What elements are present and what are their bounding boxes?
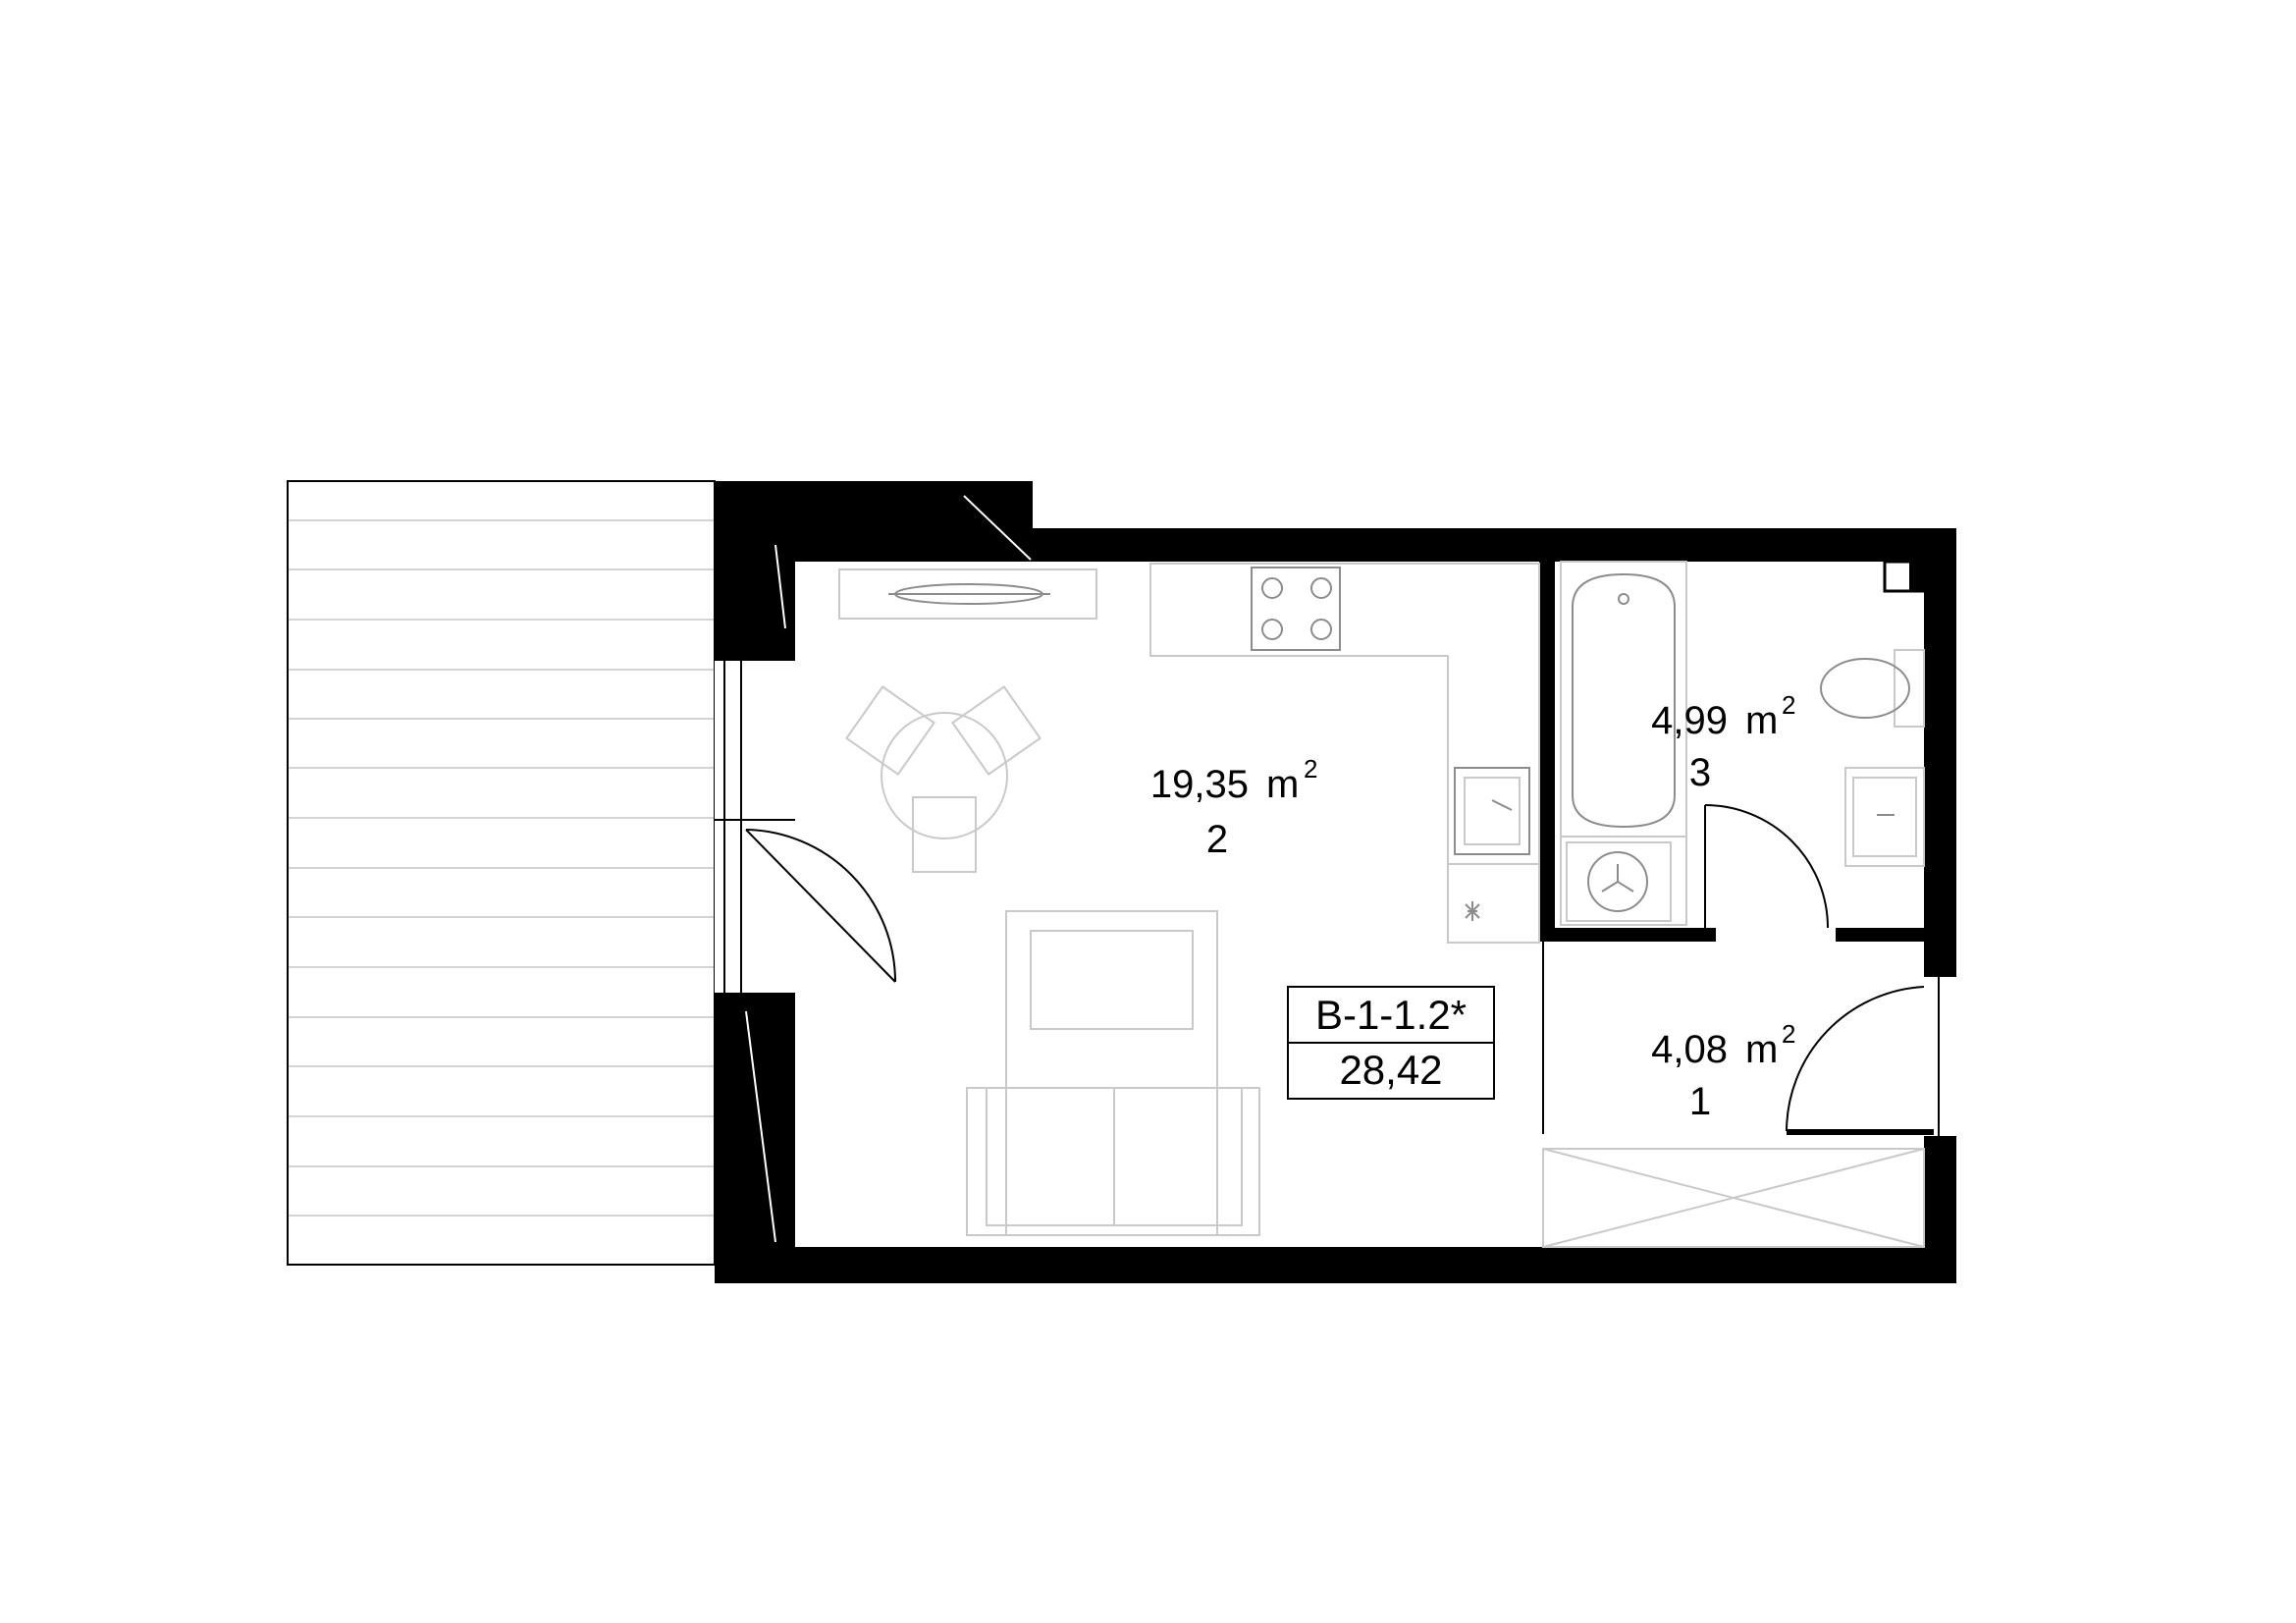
exterior-walls	[715, 481, 1956, 1283]
apartment-code: B-1-1.2*	[1315, 992, 1467, 1038]
room-number: 3	[1689, 751, 1711, 794]
kitchen-counter	[1149, 563, 1540, 944]
room-unit-exp: 2	[1782, 690, 1795, 720]
room-number: 1	[1689, 1080, 1711, 1123]
room-unit: m	[1266, 763, 1299, 806]
interior-walls	[1539, 560, 1926, 1134]
sofa	[966, 1087, 1260, 1236]
room-unit: m	[1745, 1028, 1778, 1071]
room-unit-exp: 2	[1782, 1019, 1795, 1049]
apartment-tag: B-1-1.2* 28,42	[1287, 986, 1495, 1100]
room-area: 4,08	[1651, 1028, 1728, 1071]
washing-machine	[1560, 836, 1687, 926]
room-number: 2	[1206, 818, 1228, 861]
terrace-door[interactable]	[745, 829, 896, 983]
wardrobe	[1542, 1148, 1925, 1248]
washbasin	[1844, 767, 1925, 867]
wall-shelf	[838, 568, 1097, 620]
bathroom-fixtures	[1560, 561, 1925, 926]
bed	[1005, 910, 1218, 1236]
bathroom-door[interactable]	[1704, 804, 1829, 929]
room-unit: m	[1745, 699, 1778, 742]
terrace-opening	[715, 659, 795, 995]
living-furniture	[838, 563, 1540, 1236]
dining-set	[845, 685, 1041, 873]
entrance-opening	[1924, 977, 1956, 1136]
room-label-hall: 4,08 m 2 1	[1651, 1019, 1795, 1123]
toilet	[1820, 649, 1925, 728]
room-label-bathroom: 4,99 m 2 3	[1651, 690, 1795, 794]
entrance-door[interactable]	[1786, 986, 1934, 1135]
room-label-living: 19,35 m 2 2	[1150, 754, 1318, 861]
terrace	[287, 480, 716, 1266]
apartment-total-area: 28,42	[1339, 1047, 1442, 1093]
room-area: 4,99	[1651, 699, 1728, 742]
room-area: 19,35	[1150, 763, 1249, 806]
deck-boards	[289, 519, 714, 1217]
snowflake-icon	[1465, 901, 1480, 921]
room-unit-exp: 2	[1304, 754, 1317, 784]
